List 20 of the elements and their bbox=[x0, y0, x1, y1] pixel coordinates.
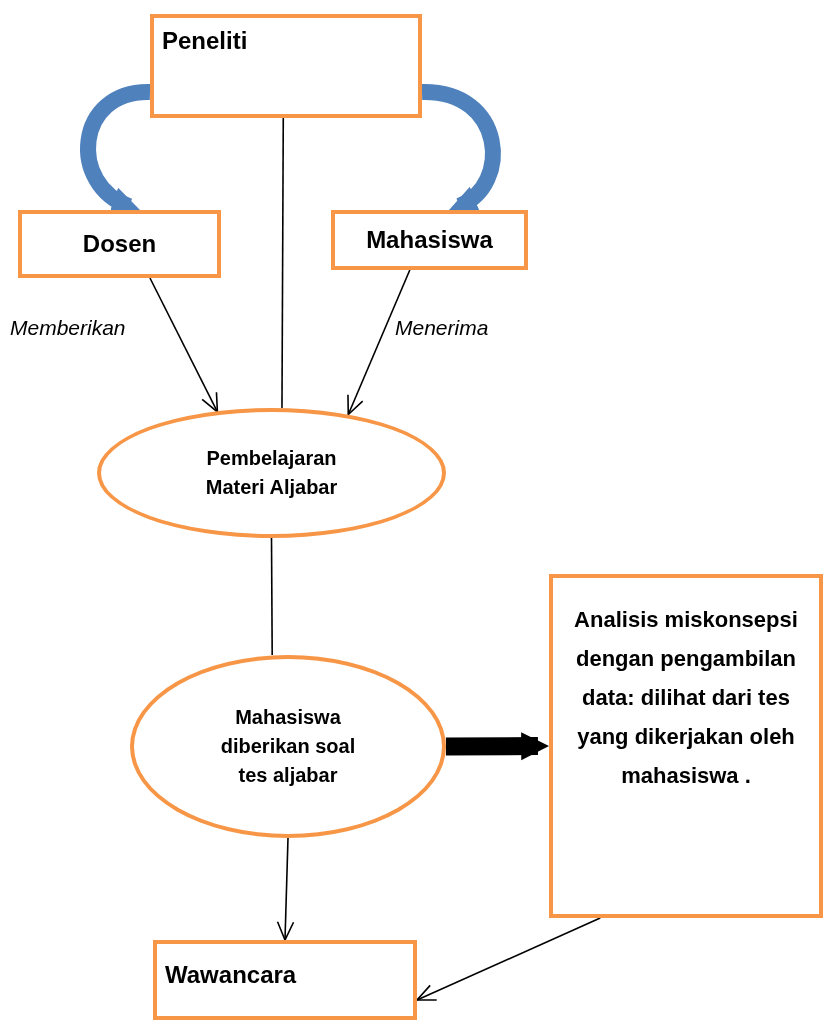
node-text: Pembelajaran Materi Aljabar bbox=[204, 446, 339, 500]
node-text: Wawancara bbox=[165, 960, 297, 990]
node-text: Analisis miskonsepsi dengan pengambilan data: dilihat dari tes yang dikerjakan oleh mahasiswa . bbox=[573, 606, 799, 790]
process-box bbox=[549, 574, 823, 918]
arrow bbox=[276, 837, 295, 941]
arrow bbox=[416, 917, 602, 1001]
block-arrow bbox=[445, 732, 550, 761]
curved-arrow bbox=[421, 84, 501, 213]
process-box bbox=[18, 210, 221, 278]
connector-line bbox=[270, 537, 273, 656]
node-text: Peneliti bbox=[162, 26, 248, 56]
process-box bbox=[153, 940, 417, 1020]
node-text: Dosen bbox=[82, 228, 157, 259]
node-text: Mahasiswa diberikan soal tes aljabar bbox=[219, 705, 357, 788]
connector-line bbox=[281, 117, 285, 409]
node-text: Mahasiswa bbox=[366, 224, 493, 255]
process-box bbox=[331, 210, 528, 270]
arrow bbox=[347, 269, 411, 416]
arrow bbox=[149, 277, 219, 413]
process-box bbox=[150, 14, 422, 118]
